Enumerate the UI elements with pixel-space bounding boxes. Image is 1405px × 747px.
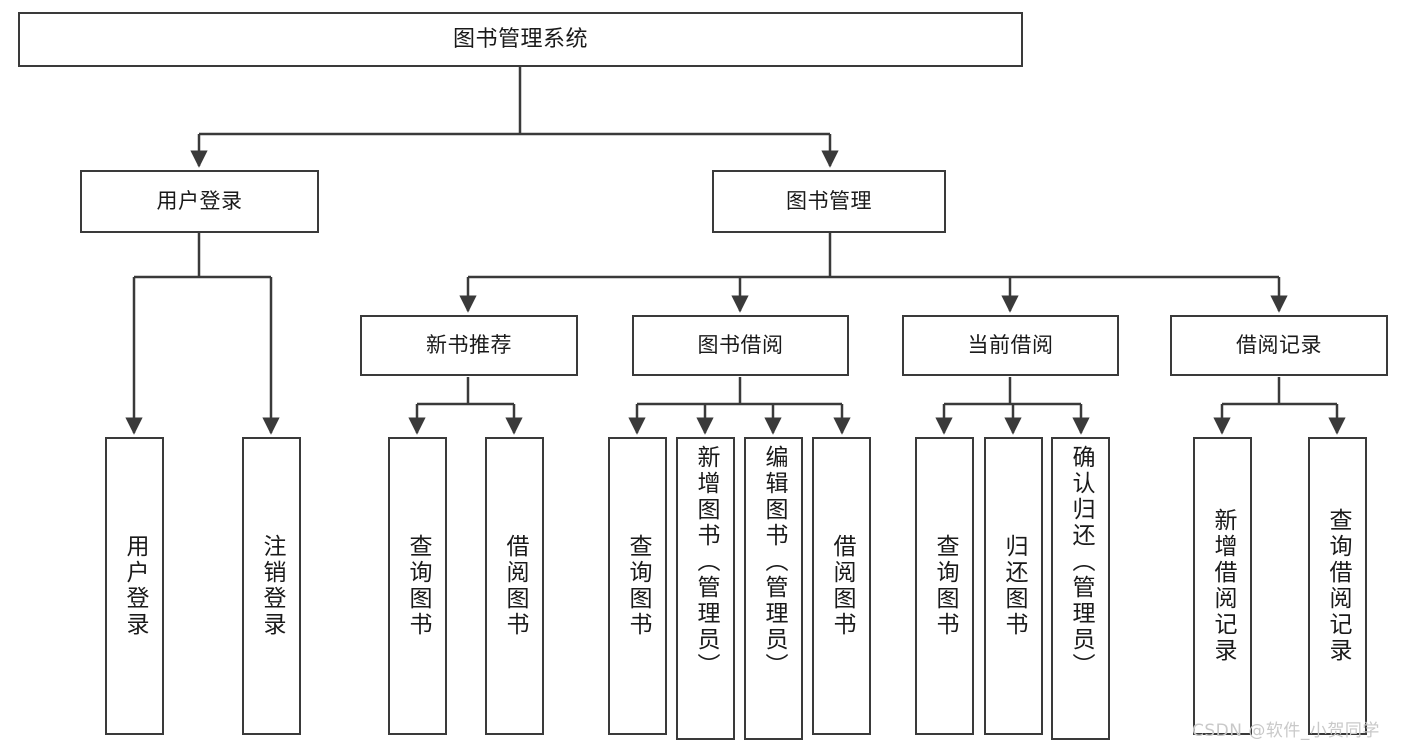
node-label: 确认归还（管理员）: [1068, 445, 1094, 679]
node-leaf-confirm-return-admin[interactable]: 确认归还（管理员）: [1051, 437, 1110, 740]
node-leaf-user-login[interactable]: 用户登录: [105, 437, 164, 735]
node-label: 当前借阅: [967, 333, 1054, 358]
node-leaf-edit-book-admin[interactable]: 编辑图书（管理员）: [744, 437, 803, 740]
node-user-login[interactable]: 用户登录: [80, 170, 319, 233]
node-book-borrow[interactable]: 图书借阅: [632, 315, 849, 376]
node-label: 查询图书: [405, 534, 431, 638]
node-label: 图书借阅: [697, 333, 784, 358]
node-leaf-query-book-current[interactable]: 查询图书: [915, 437, 974, 735]
node-new-book-recommend[interactable]: 新书推荐: [360, 315, 578, 376]
node-leaf-query-book-borrow[interactable]: 查询图书: [608, 437, 667, 735]
node-leaf-logout-login[interactable]: 注销登录: [242, 437, 301, 735]
node-label: 编辑图书（管理员）: [761, 445, 787, 679]
node-label: 图书管理: [786, 189, 872, 214]
node-root-book-management-system[interactable]: 图书管理系统: [18, 12, 1023, 67]
node-label: 查询图书: [625, 534, 651, 638]
node-book-management[interactable]: 图书管理: [712, 170, 946, 233]
node-borrow-record[interactable]: 借阅记录: [1170, 315, 1388, 376]
node-leaf-add-borrow-record[interactable]: 新增借阅记录: [1193, 437, 1252, 735]
node-leaf-borrow-book-recommend[interactable]: 借阅图书: [485, 437, 544, 735]
node-label: 图书管理系统: [452, 26, 588, 52]
node-current-borrow[interactable]: 当前借阅: [902, 315, 1119, 376]
node-label: 新增图书（管理员）: [693, 445, 719, 679]
watermark-text: CSDN @软件_小贺同学: [1192, 721, 1380, 741]
csdn-watermark: CSDN @软件_小贺同学: [1192, 716, 1380, 741]
node-label: 用户登录: [156, 189, 243, 214]
node-label: 新增借阅记录: [1210, 508, 1236, 664]
node-label: 归还图书: [1001, 534, 1027, 638]
node-leaf-borrow-book-borrow[interactable]: 借阅图书: [812, 437, 871, 735]
node-leaf-query-borrow-record[interactable]: 查询借阅记录: [1308, 437, 1367, 735]
node-label: 查询图书: [932, 534, 958, 638]
node-label: 查询借阅记录: [1325, 508, 1351, 664]
node-label: 借阅图书: [829, 534, 855, 638]
node-leaf-query-book-recommend[interactable]: 查询图书: [388, 437, 447, 735]
node-label: 借阅图书: [502, 534, 528, 638]
node-label: 借阅记录: [1236, 333, 1322, 358]
node-label: 用户登录: [122, 534, 148, 638]
node-leaf-add-book-admin[interactable]: 新增图书（管理员）: [676, 437, 735, 740]
node-label: 注销登录: [259, 534, 285, 638]
node-label: 新书推荐: [426, 333, 512, 358]
node-leaf-return-book[interactable]: 归还图书: [984, 437, 1043, 735]
